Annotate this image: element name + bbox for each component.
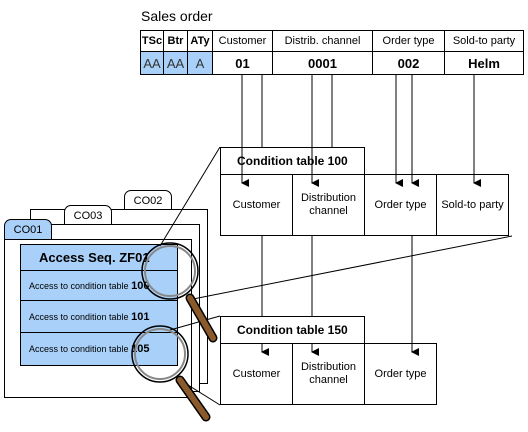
tab-co01[interactable]: CO01 xyxy=(4,219,52,240)
access-row-label: Access to condition table xyxy=(29,344,129,354)
value-sold-to-party: Helm xyxy=(444,51,524,75)
value-distrib-channel: 0001 xyxy=(272,51,373,75)
ct150-field-distribution-channel: Distribution channel xyxy=(292,343,365,405)
access-row-number: 100 xyxy=(131,279,150,292)
header-distrib-channel: Distrib. channel xyxy=(272,30,373,52)
ct100-field-sold-to-party: Sold-to party xyxy=(436,174,509,236)
tab-co02[interactable]: CO02 xyxy=(124,190,172,210)
ct150-field-customer: Customer xyxy=(220,343,293,405)
value-btr: AA xyxy=(163,51,188,75)
access-row-100[interactable]: Access to condition table 100 xyxy=(20,270,178,301)
sales-order-title: Sales order xyxy=(141,8,213,24)
access-row-label: Access to condition table xyxy=(29,280,129,291)
condition-table-100-title: Condition table 100 xyxy=(220,147,365,175)
condition-table-150-title: Condition table 150 xyxy=(220,316,365,344)
access-row-number: 101 xyxy=(131,310,150,323)
value-tsc: AA xyxy=(140,51,164,75)
header-sold-to-party: Sold-to party xyxy=(444,30,524,52)
header-order-type: Order type xyxy=(372,30,445,52)
value-aty: A xyxy=(187,51,213,75)
value-customer: 01 xyxy=(212,51,273,75)
header-aty: ATy xyxy=(187,30,213,52)
access-row-label: Access to condition table xyxy=(29,311,129,322)
header-tsc: TSc xyxy=(140,30,164,52)
header-customer: Customer xyxy=(212,30,273,52)
ct100-field-order-type: Order type xyxy=(364,174,437,236)
access-row-105[interactable]: Access to condition table 105 xyxy=(20,332,178,366)
tab-co03[interactable]: CO03 xyxy=(64,205,112,225)
ct150-field-order-type: Order type xyxy=(364,343,437,405)
access-row-101[interactable]: Access to condition table 101 xyxy=(20,300,178,333)
header-btr: Btr xyxy=(163,30,188,52)
ct100-field-customer: Customer xyxy=(220,174,293,236)
access-sequence-title: Access Seq. ZF01 xyxy=(20,244,178,271)
ct100-field-distribution-channel: Distribution channel xyxy=(292,174,365,236)
access-row-number: 105 xyxy=(131,343,150,355)
value-order-type: 002 xyxy=(372,51,445,75)
